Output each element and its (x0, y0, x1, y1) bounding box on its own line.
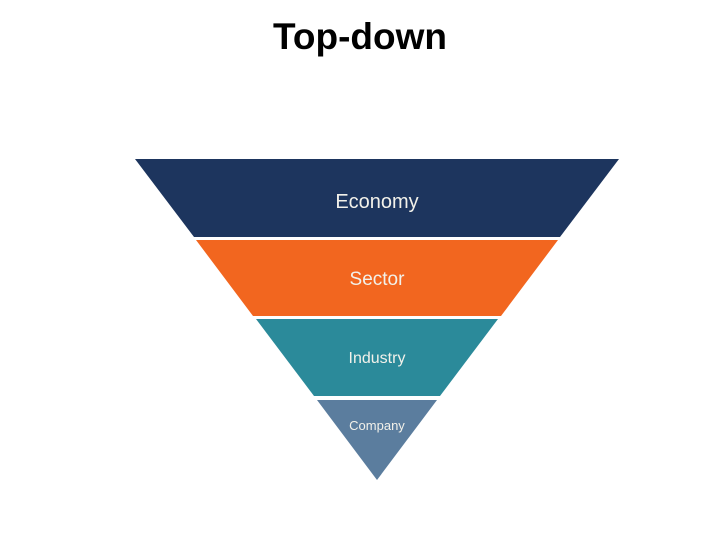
funnel-label-company: Company (349, 418, 405, 433)
funnel-layer-sector (196, 240, 558, 316)
funnel-layer-economy (135, 159, 619, 237)
funnel-layer-company (317, 400, 437, 480)
funnel-layer-industry (256, 319, 498, 396)
funnel-label-economy: Economy (335, 191, 418, 213)
funnel-label-industry: Industry (349, 350, 406, 367)
funnel-label-sector: Sector (350, 269, 406, 290)
slide-title: Top-down (273, 16, 447, 57)
